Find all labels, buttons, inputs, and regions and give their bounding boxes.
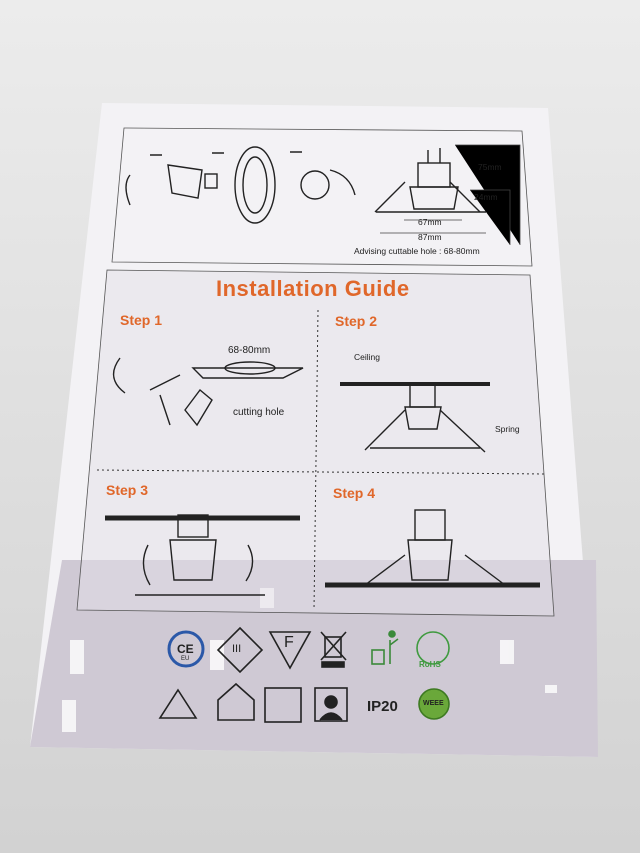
ce-text: CE xyxy=(177,642,194,656)
dim-75mm: 75mm xyxy=(478,162,502,172)
ce-eu-icon xyxy=(167,630,205,668)
step-drawings xyxy=(105,357,540,596)
electrician-icon xyxy=(314,687,348,722)
step-1-label: Step 1 xyxy=(120,312,163,328)
f-mark-icon xyxy=(268,631,312,670)
step-2-label: Step 2 xyxy=(335,313,378,329)
f-mark-text: F xyxy=(284,634,294,651)
litter-bin-icon xyxy=(371,630,399,665)
indoor-use-icon xyxy=(217,682,255,721)
keep-away-children-icon xyxy=(158,688,198,719)
dim-24mm: 24mm xyxy=(474,192,498,202)
step-3-label: Step 3 xyxy=(106,482,149,498)
weee-text: WEEE xyxy=(423,700,444,707)
weee-logo-icon xyxy=(418,688,450,720)
ip-rating: IP20 xyxy=(367,698,398,715)
hole-size-label: 68-80mm xyxy=(228,345,271,356)
class-iii-text: III xyxy=(232,643,242,655)
dim-87mm: 87mm xyxy=(418,232,442,242)
cuttable-hole-note: Advising cuttable hole : 68-80mm xyxy=(354,246,480,256)
switch-off-icon xyxy=(264,687,302,723)
top-panel xyxy=(111,127,533,267)
cutting-hole-label: cutting hole xyxy=(233,407,285,418)
dim-67mm: 67mm xyxy=(418,217,442,227)
weee-bin-icon xyxy=(320,631,347,668)
guide-title: Installation Guide xyxy=(216,276,410,301)
ce-eu-text: EU xyxy=(181,656,190,662)
ceiling-label: Ceiling xyxy=(354,352,380,362)
cert-icons xyxy=(158,626,450,723)
step-4-label: Step 4 xyxy=(333,485,376,501)
spring-label: Spring xyxy=(495,424,520,434)
rohs-icon xyxy=(416,631,450,665)
class-iii-icon xyxy=(216,626,264,674)
guide-panel xyxy=(76,269,555,617)
rohs-text: RoHS xyxy=(419,660,441,669)
